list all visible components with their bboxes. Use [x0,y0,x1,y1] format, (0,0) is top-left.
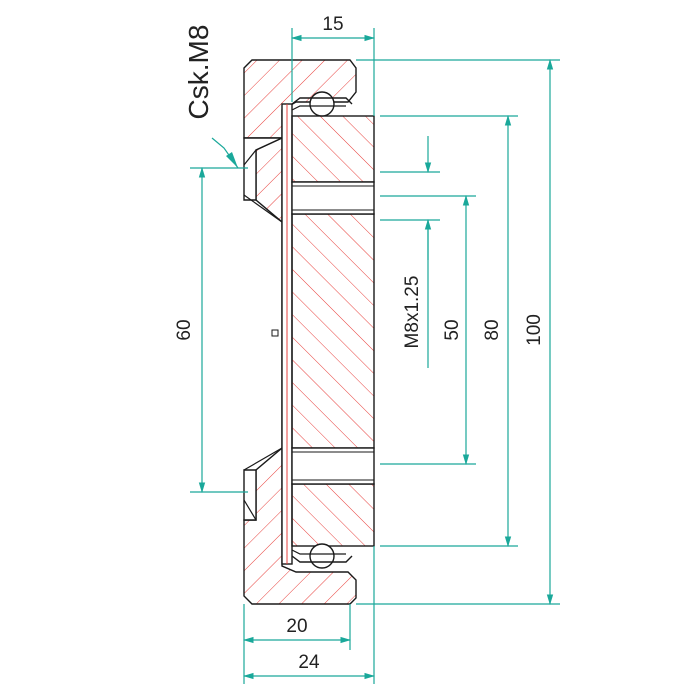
dim-top-15: 15 [322,14,343,35]
dim-right-100: 100 [524,314,545,346]
liner-strip [281,103,293,565]
nut-block-upper [291,115,375,183]
dim-bottom-20: 20 [286,616,307,637]
dim-bottom-24: 24 [298,652,320,673]
base-plate [243,59,357,605]
base-plate-body [243,59,357,605]
dim-thread-m8: M8x1.25 [402,276,423,349]
dimension-lines [190,28,560,684]
nut-block-middle [291,213,375,449]
thread-bore-top [291,181,375,215]
leader-arrowhead [226,152,238,168]
dim-right-50: 50 [442,319,463,340]
thread-bore-bottom [291,447,375,485]
nut-block-lower [291,483,375,547]
callout-csk-m8: Csk.M8 [183,25,214,120]
dim-left-60: 60 [174,319,195,340]
countersink-bottom [243,469,257,521]
nut-block [291,115,375,547]
dim-right-80: 80 [482,319,503,340]
ball-top [291,91,353,117]
ball-bottom [291,543,353,569]
